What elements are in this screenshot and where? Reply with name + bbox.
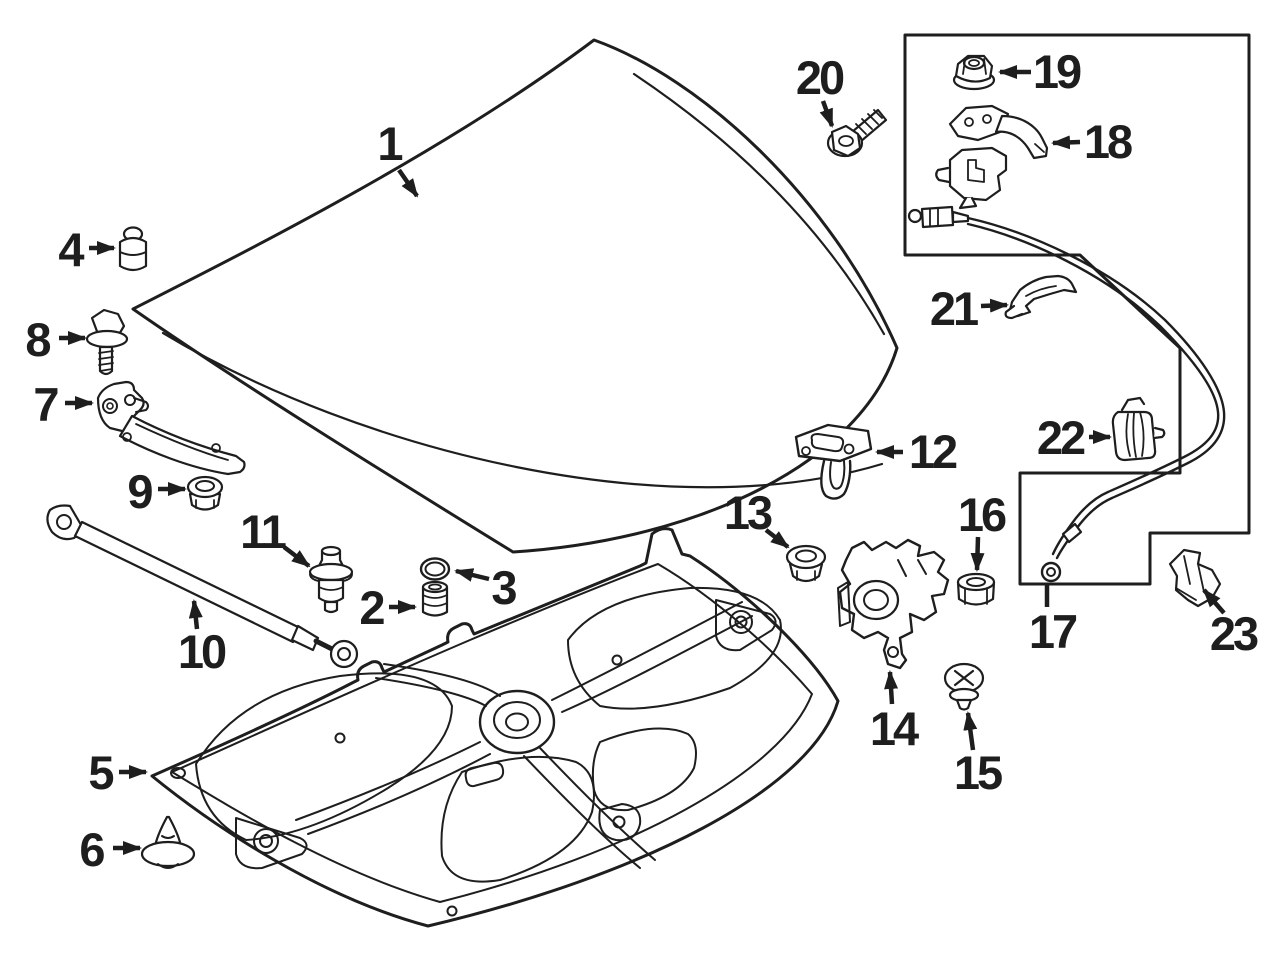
callout-19[interactable]: 19	[998, 45, 1084, 98]
part-14-latch	[837, 538, 950, 670]
part-20-bolt	[826, 108, 888, 158]
callout-3-arrow	[454, 568, 490, 582]
callout-2[interactable]: 2	[359, 581, 417, 634]
callout-23-arrow	[1202, 588, 1226, 615]
callout-10-arrow	[188, 599, 203, 630]
part-10-support-rod	[46, 504, 359, 669]
callout-18[interactable]: 18	[1051, 115, 1135, 168]
callout-19-label[interactable]: 19	[1033, 45, 1084, 98]
callout-7[interactable]: 7	[33, 378, 94, 431]
callout-14[interactable]: 14	[870, 670, 922, 755]
callout-22[interactable]: 22	[1037, 411, 1112, 464]
part-1-hood-panel	[131, 38, 899, 554]
callout-8-label[interactable]: 8	[25, 313, 53, 366]
callout-5-label[interactable]: 5	[88, 746, 116, 799]
callout-23-label[interactable]: 23	[1210, 607, 1261, 660]
callout-13-arrow	[764, 528, 790, 549]
callouts: 1 2 3 4 5 6 7 8	[25, 45, 1261, 876]
callout-21-label[interactable]: 21	[930, 282, 981, 335]
part-12-striker	[794, 423, 873, 500]
part-15-push-clip	[943, 662, 985, 711]
callout-16-arrow	[970, 536, 985, 572]
part-2-grommet	[421, 580, 449, 617]
callout-20-arrow	[819, 100, 835, 128]
callout-5[interactable]: 5	[88, 746, 148, 799]
callout-20-label[interactable]: 20	[796, 51, 847, 104]
callout-23[interactable]: 23	[1202, 588, 1261, 660]
callout-4[interactable]: 4	[58, 223, 116, 276]
callout-16[interactable]: 16	[958, 488, 1009, 572]
callout-8[interactable]: 8	[25, 313, 87, 366]
part-4-cushion	[118, 226, 148, 272]
callout-21-arrow	[980, 298, 1009, 313]
part-8-bolt	[85, 308, 129, 376]
callout-10[interactable]: 10	[178, 599, 229, 678]
callout-11-arrow	[282, 545, 311, 568]
callout-15-arrow	[963, 711, 978, 751]
callout-1-label[interactable]: 1	[377, 117, 405, 170]
callout-11-label[interactable]: 11	[240, 505, 289, 558]
callout-13[interactable]: 13	[724, 486, 790, 549]
callout-11[interactable]: 11	[240, 505, 311, 568]
part-22-cable-clip	[1111, 396, 1166, 462]
callout-15-label[interactable]: 15	[954, 746, 1005, 799]
part-6-clip-pin	[140, 815, 196, 869]
callout-6[interactable]: 6	[79, 823, 142, 876]
part-13-cap-nut	[785, 544, 827, 583]
callout-12[interactable]: 12	[875, 425, 960, 478]
callout-22-label[interactable]: 22	[1037, 411, 1088, 464]
part-21-lever	[1004, 274, 1078, 320]
part-17-release-cable	[907, 205, 1226, 583]
part-7-hinge	[96, 380, 246, 476]
part-5-insulator-pad	[150, 527, 840, 928]
callout-10-label[interactable]: 10	[178, 625, 229, 678]
part-18-handle-bracket	[935, 104, 1049, 210]
callout-2-label[interactable]: 2	[359, 581, 387, 634]
callout-3[interactable]: 3	[454, 561, 519, 614]
callout-16-label[interactable]: 16	[958, 488, 1009, 541]
callout-18-label[interactable]: 18	[1084, 115, 1135, 168]
part-3-oring	[419, 557, 451, 581]
callout-14-arrow	[884, 670, 899, 705]
callout-9[interactable]: 9	[127, 465, 187, 518]
callout-17[interactable]: 17	[1029, 585, 1080, 658]
callout-20[interactable]: 20	[796, 51, 847, 128]
part-19-flange-nut	[952, 54, 996, 91]
part-11-bumper-stud	[308, 545, 354, 614]
callout-21[interactable]: 21	[930, 282, 1009, 335]
callout-15[interactable]: 15	[954, 711, 1005, 799]
part-9-cap-nut	[186, 475, 224, 511]
callout-7-label[interactable]: 7	[33, 378, 61, 431]
callout-4-label[interactable]: 4	[58, 223, 87, 276]
callout-3-label[interactable]: 3	[491, 561, 519, 614]
callout-14-label[interactable]: 14	[870, 702, 922, 755]
callout-17-label[interactable]: 17	[1029, 605, 1080, 658]
callout-1-arrow	[397, 168, 419, 198]
callout-6-label[interactable]: 6	[79, 823, 107, 876]
callout-13-label[interactable]: 13	[724, 486, 775, 539]
callout-18-arrow	[1051, 135, 1081, 150]
callout-12-label[interactable]: 12	[909, 425, 960, 478]
callout-9-label[interactable]: 9	[127, 465, 155, 518]
part-16-nut	[956, 572, 996, 606]
